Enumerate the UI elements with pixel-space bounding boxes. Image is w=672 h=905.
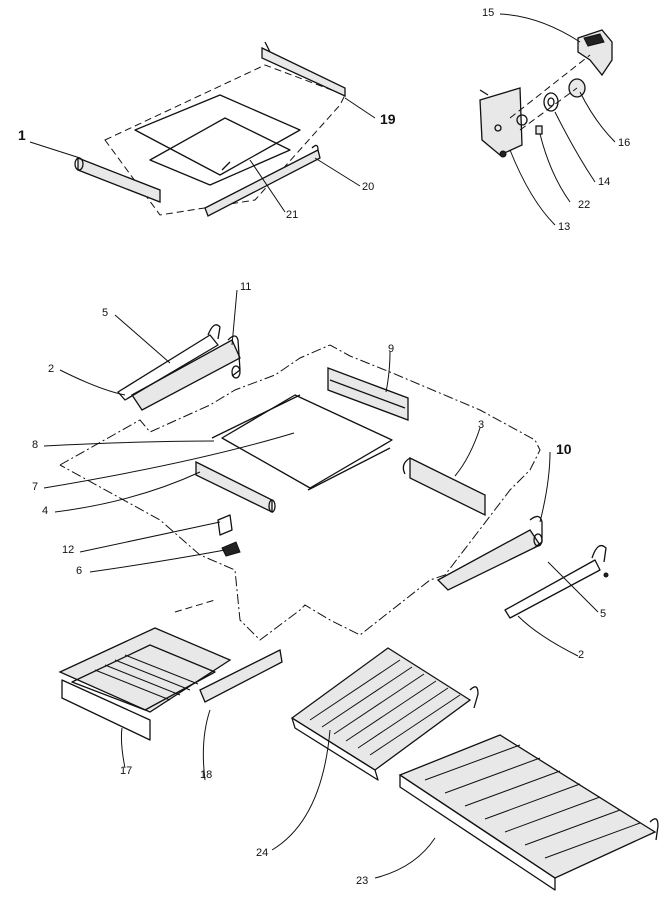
callout-3: 3 — [478, 419, 485, 431]
callout-11: 11 — [240, 281, 252, 293]
callout-16: 16 — [618, 137, 631, 149]
part-5-left-support — [117, 324, 221, 401]
callout-22: 22 — [578, 199, 591, 211]
callout-15: 15 — [482, 7, 495, 19]
part-7-glass-shelf — [221, 394, 393, 489]
part-6-clip — [221, 541, 241, 557]
part-18-drawer-rail — [174, 599, 283, 703]
callout-13: 13 — [558, 221, 571, 233]
part-5-right-support — [504, 544, 609, 619]
part-4-front-trim — [195, 460, 276, 514]
callout-5-right: 5 — [600, 608, 607, 620]
callout-20: 20 — [362, 181, 375, 193]
callout-2-right: 2 — [578, 649, 585, 661]
callout-7: 7 — [32, 481, 39, 493]
part-22-screw — [535, 125, 543, 135]
part-9-rail — [327, 367, 409, 421]
crisper-drawer — [58, 599, 283, 741]
callout-17: 17 — [120, 765, 133, 777]
callout-4: 4 — [42, 505, 49, 517]
shelf-23-slats — [424, 744, 641, 859]
part-10-right-bracket — [436, 515, 543, 591]
part-19-rear-rail — [261, 41, 346, 98]
callout-9: 9 — [388, 343, 395, 355]
callout-10: 10 — [556, 441, 572, 457]
callout-18: 18 — [200, 769, 213, 781]
callout-23: 23 — [356, 875, 369, 887]
callout-24: 24 — [256, 847, 269, 859]
leader-lines — [29, 13, 616, 879]
callout-8: 8 — [32, 439, 39, 451]
callout-6: 6 — [76, 565, 83, 577]
shelf-24-slats — [309, 659, 461, 756]
part-21-glass-panel — [134, 94, 301, 186]
part-11-left-bracket — [131, 335, 241, 411]
part-1-front-rail — [74, 157, 161, 203]
part-14-washer — [543, 92, 559, 112]
part-15-hinge-bracket — [577, 29, 613, 77]
part-12-clip — [217, 514, 233, 536]
part-17-drawer-body — [58, 627, 232, 741]
hinge-assembly — [479, 29, 613, 158]
callout-19: 19 — [380, 111, 396, 127]
part-13-hinge-plate — [479, 87, 528, 158]
part-20-side-rail — [204, 144, 321, 217]
shelf-frame-assembly — [59, 324, 609, 641]
callout-5-left: 5 — [102, 307, 109, 319]
callout-12: 12 — [62, 544, 75, 556]
part-8-trim — [211, 394, 391, 491]
callout-2-left: 2 — [48, 363, 55, 375]
callout-14: 14 — [598, 176, 611, 188]
callout-1: 1 — [18, 127, 26, 143]
wire-shelf-24 — [290, 647, 479, 781]
wire-shelf-23 — [398, 734, 659, 891]
callout-21: 21 — [286, 209, 299, 221]
part-3-rear-rail — [402, 456, 486, 517]
crisper-cover-assembly — [74, 41, 346, 217]
